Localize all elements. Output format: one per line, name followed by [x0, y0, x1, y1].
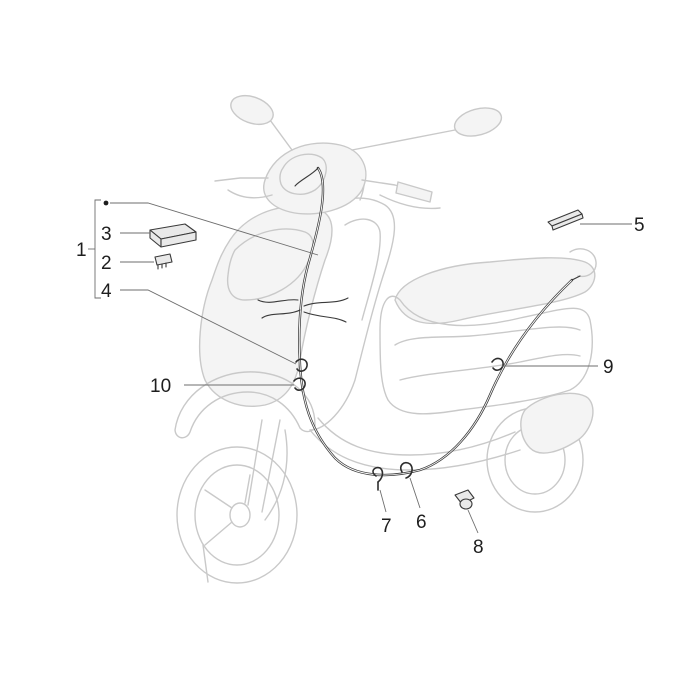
mirror-right-stem: [351, 129, 456, 151]
seat: [394, 257, 596, 325]
mirror-left: [230, 94, 274, 126]
part-3-module: [149, 223, 197, 248]
front-wheel-rim: [194, 464, 280, 566]
callout-1: 1: [76, 240, 87, 261]
part-9-tie: [491, 357, 504, 371]
front-spoke-3: [244, 474, 251, 504]
main-harness-core: [298, 167, 573, 476]
leader-lines: [88, 199, 632, 534]
leader-7: [379, 489, 387, 513]
leader-8: [467, 509, 479, 534]
callout-9: 9: [603, 357, 614, 378]
lever-left: [227, 189, 273, 199]
handlebar-left: [214, 177, 269, 182]
mirror-right: [453, 107, 503, 137]
floorboard-edge: [317, 417, 516, 456]
leg-shield-inner: [344, 218, 381, 321]
tail-branch: [571, 275, 581, 281]
branch-right-2: [303, 311, 347, 323]
scooter-outline: [174, 94, 597, 584]
callout-7: 7: [381, 516, 392, 537]
callout-8: 8: [473, 537, 484, 558]
fork-left: [247, 419, 263, 506]
leader-4: [120, 289, 297, 365]
callout-2: 2: [101, 253, 112, 274]
leader-dot: [110, 202, 319, 256]
front-axle-rod: [202, 544, 209, 583]
headset: [263, 142, 367, 215]
callout-4: 4: [101, 281, 112, 302]
front-spoke-2: [204, 521, 233, 546]
lever-right: [379, 194, 441, 210]
callouts: 1 3 2 4 5 9 10 7 6 8: [76, 200, 645, 558]
part-7-clip: [372, 466, 384, 483]
front-hub: [229, 502, 251, 528]
grip-right: [395, 181, 433, 203]
headlight-branch: [294, 167, 319, 187]
rear-body: [379, 295, 593, 415]
floorboard: [309, 429, 521, 471]
front-shield-stripe: [226, 228, 314, 301]
front-fender: [174, 371, 316, 439]
rear-body-panel: [394, 326, 581, 346]
branch-left: [257, 299, 299, 303]
headlight: [279, 153, 327, 195]
part-10-tie: [293, 377, 306, 391]
branch-left-2: [261, 309, 301, 319]
tail-light: [569, 248, 597, 278]
part-6-clip: [399, 461, 413, 479]
exhaust: [520, 392, 594, 454]
callout-6: 6: [416, 512, 427, 533]
callout-10: 10: [150, 376, 171, 397]
callout-5: 5: [634, 215, 645, 236]
mirror-left-stem: [269, 119, 293, 151]
fork-right: [261, 419, 281, 513]
callout-3: 3: [101, 224, 112, 245]
part-8-sensor: [454, 489, 475, 510]
wiring-harness: [257, 166, 581, 477]
brake-cable-front: [264, 429, 288, 521]
leader-6: [409, 477, 421, 509]
part-4-tie: [295, 358, 308, 372]
front-spoke-1: [204, 489, 233, 509]
front-shield: [198, 205, 333, 407]
kit-dot-marker: [103, 200, 109, 206]
rear-body-panel-2: [399, 353, 581, 381]
front-wheel: [176, 446, 298, 584]
part-2-connector: [154, 253, 173, 270]
part-5-strip: [547, 209, 584, 231]
branch-right: [303, 297, 349, 307]
